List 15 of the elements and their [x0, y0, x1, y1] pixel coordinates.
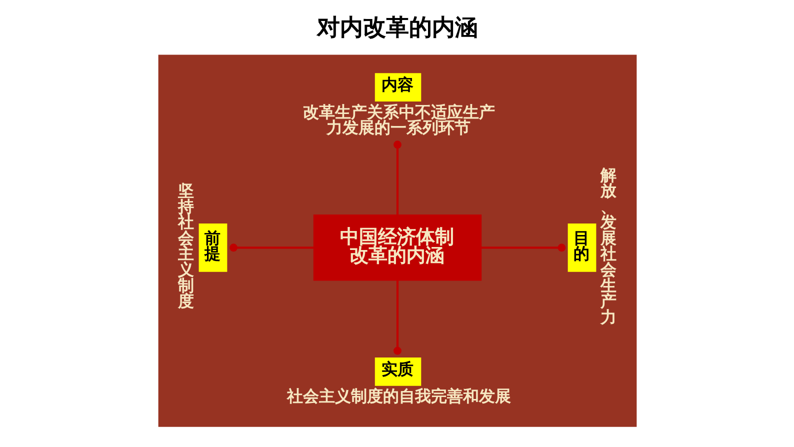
node-label: 解放、发展社会生产力 [600, 164, 616, 326]
connector [229, 243, 314, 252]
node-box: 内容 [374, 72, 421, 102]
diagram-title: 对内改革的内涵 [316, 14, 478, 40]
connector [393, 140, 401, 214]
node-label: 坚持社会主义制度 [177, 180, 194, 310]
node-box: 中国经济体制改革的内涵 [312, 214, 482, 280]
node-box: 目的 [567, 222, 596, 272]
node-box: 前提 [198, 222, 227, 272]
node-box: 实质 [374, 357, 421, 386]
connector [393, 280, 401, 354]
connector [480, 243, 566, 252]
node-label: 社会主义制度的自我完善和发展 [286, 386, 511, 406]
cluster [158, 54, 636, 426]
node-label: 改革生产关系中不适应生产力发展的一系列环节 [302, 102, 494, 137]
